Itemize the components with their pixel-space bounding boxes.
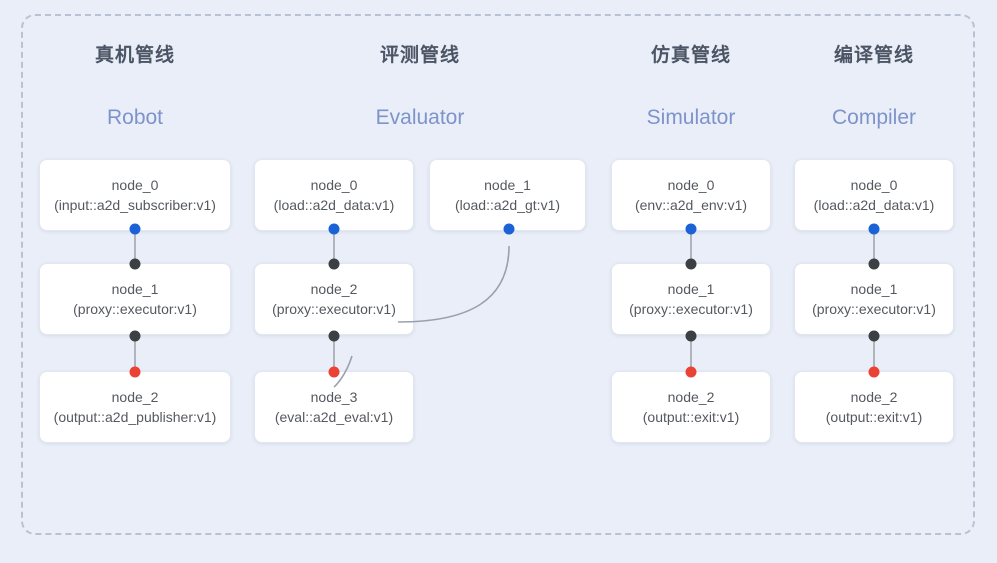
node-graph-robot: node_0 (input::a2d_subscriber:v1) node_1… [28, 159, 242, 459]
node-sim-node-2[interactable]: node_2 (output::exit:v1) [611, 371, 771, 443]
node-comp-node-1[interactable]: node_1 (proxy::executor:v1) [794, 263, 954, 335]
column-title-robot: 真机管线 [94, 45, 175, 66]
edge-sim-0-1 [690, 226, 692, 262]
port-in-robot-node-1[interactable] [129, 258, 141, 270]
node-name: node_2 [310, 281, 358, 297]
port-out-robot-node-1[interactable] [129, 330, 141, 342]
node-type: (output::exit:v1) [642, 409, 740, 425]
column-subtitle-robot: Robot [106, 106, 164, 129]
node-comp-node-0[interactable]: node_0 (load::a2d_data:v1) [794, 159, 954, 231]
node-eval-node-1[interactable]: node_1 (load::a2d_gt:v1) [429, 159, 586, 231]
port-out-robot-node-0[interactable] [129, 223, 141, 235]
node-name: node_2 [111, 389, 159, 405]
port-out-sim-node-0[interactable] [685, 223, 697, 235]
port-in-robot-node-2[interactable] [129, 366, 141, 378]
node-type: (load::a2d_data:v1) [813, 197, 935, 213]
column-subtitle-simulator: Simulator [646, 106, 736, 129]
node-name: node_1 [667, 281, 715, 297]
node-robot-node-1[interactable]: node_1 (proxy::executor:v1) [39, 263, 231, 335]
node-name: node_2 [850, 389, 898, 405]
node-name: node_0 [111, 177, 159, 193]
port-out-comp-node-1[interactable] [868, 330, 880, 342]
node-robot-node-0[interactable]: node_0 (input::a2d_subscriber:v1) [39, 159, 231, 231]
node-name: node_3 [310, 389, 358, 405]
edge-eval-2-3 [333, 334, 335, 370]
port-in-comp-node-1[interactable] [868, 258, 880, 270]
column-title-compiler: 编译管线 [833, 45, 914, 66]
node-robot-node-2[interactable]: node_2 (output::a2d_publisher:v1) [39, 371, 231, 443]
node-eval-node-2[interactable]: node_2 (proxy::executor:v1) [254, 263, 414, 335]
node-sim-node-1[interactable]: node_1 (proxy::executor:v1) [611, 263, 771, 335]
node-name: node_1 [111, 281, 159, 297]
node-name: node_1 [484, 177, 531, 193]
port-in-comp-node-2[interactable] [868, 366, 880, 378]
column-title-simulator: 仿真管线 [650, 45, 731, 66]
node-name: node_1 [850, 281, 898, 297]
port-in-eval-node-3[interactable] [328, 366, 340, 378]
node-type: (proxy::executor:v1) [812, 301, 936, 317]
node-type: (output::a2d_publisher:v1) [53, 409, 217, 425]
edge-sim-1-2 [690, 334, 692, 370]
node-graph-compiler: node_0 (load::a2d_data:v1) node_1 (proxy… [781, 159, 967, 459]
node-name: node_0 [850, 177, 898, 193]
column-subtitle-evaluator: Evaluator [375, 106, 465, 129]
node-sim-node-0[interactable]: node_0 (env::a2d_env:v1) [611, 159, 771, 231]
node-graph-evaluator: node_0 (load::a2d_data:v1) node_1 (load:… [254, 159, 586, 459]
node-type: (input::a2d_subscriber:v1) [54, 197, 216, 213]
node-graph-simulator: node_0 (env::a2d_env:v1) node_1 (proxy::… [598, 159, 784, 459]
pipeline-column-simulator: 仿真管线 Simulator node_0 (env::a2d_env:v1) … [598, 44, 784, 459]
pipeline-column-robot: 真机管线 Robot node_0 (input::a2d_subscriber… [28, 44, 242, 459]
pipeline-column-evaluator: 评测管线 Evaluator node_0 (load::a2d_data:v1… [254, 44, 586, 459]
edge-robot-0-1 [134, 226, 136, 262]
column-subtitle-compiler: Compiler [831, 106, 917, 129]
pipeline-column-compiler: 编译管线 Compiler node_0 (load::a2d_data:v1)… [781, 44, 967, 459]
node-type: (load::a2d_gt:v1) [454, 197, 561, 213]
node-name: node_0 [667, 177, 715, 193]
edge-comp-1-2 [873, 334, 875, 370]
node-type: (proxy::executor:v1) [629, 301, 753, 317]
port-in-sim-node-1[interactable] [685, 258, 697, 270]
port-out-sim-node-1[interactable] [685, 330, 697, 342]
node-type: (proxy::executor:v1) [272, 301, 396, 317]
node-type: (load::a2d_data:v1) [273, 197, 395, 213]
node-eval-node-0[interactable]: node_0 (load::a2d_data:v1) [254, 159, 414, 231]
column-title-evaluator: 评测管线 [379, 45, 460, 66]
node-type: (env::a2d_env:v1) [634, 197, 748, 213]
port-out-eval-node-0[interactable] [328, 223, 340, 235]
port-in-eval-node-2[interactable] [328, 258, 340, 270]
edge-comp-0-1 [873, 226, 875, 262]
node-name: node_0 [310, 177, 358, 193]
edge-eval-0-2 [333, 226, 335, 262]
edge-robot-1-2 [134, 334, 136, 370]
node-type: (proxy::executor:v1) [73, 301, 197, 317]
node-name: node_2 [667, 389, 715, 405]
node-type: (output::exit:v1) [825, 409, 923, 425]
port-in-sim-node-2[interactable] [685, 366, 697, 378]
node-eval-node-3[interactable]: node_3 (eval::a2d_eval:v1) [254, 371, 414, 443]
node-comp-node-2[interactable]: node_2 (output::exit:v1) [794, 371, 954, 443]
node-type: (eval::a2d_eval:v1) [274, 409, 394, 425]
port-out-eval-node-2[interactable] [328, 330, 340, 342]
port-out-comp-node-0[interactable] [868, 223, 880, 235]
pipeline-group-frame [21, 14, 975, 535]
port-out-eval-node-1[interactable] [503, 223, 515, 235]
